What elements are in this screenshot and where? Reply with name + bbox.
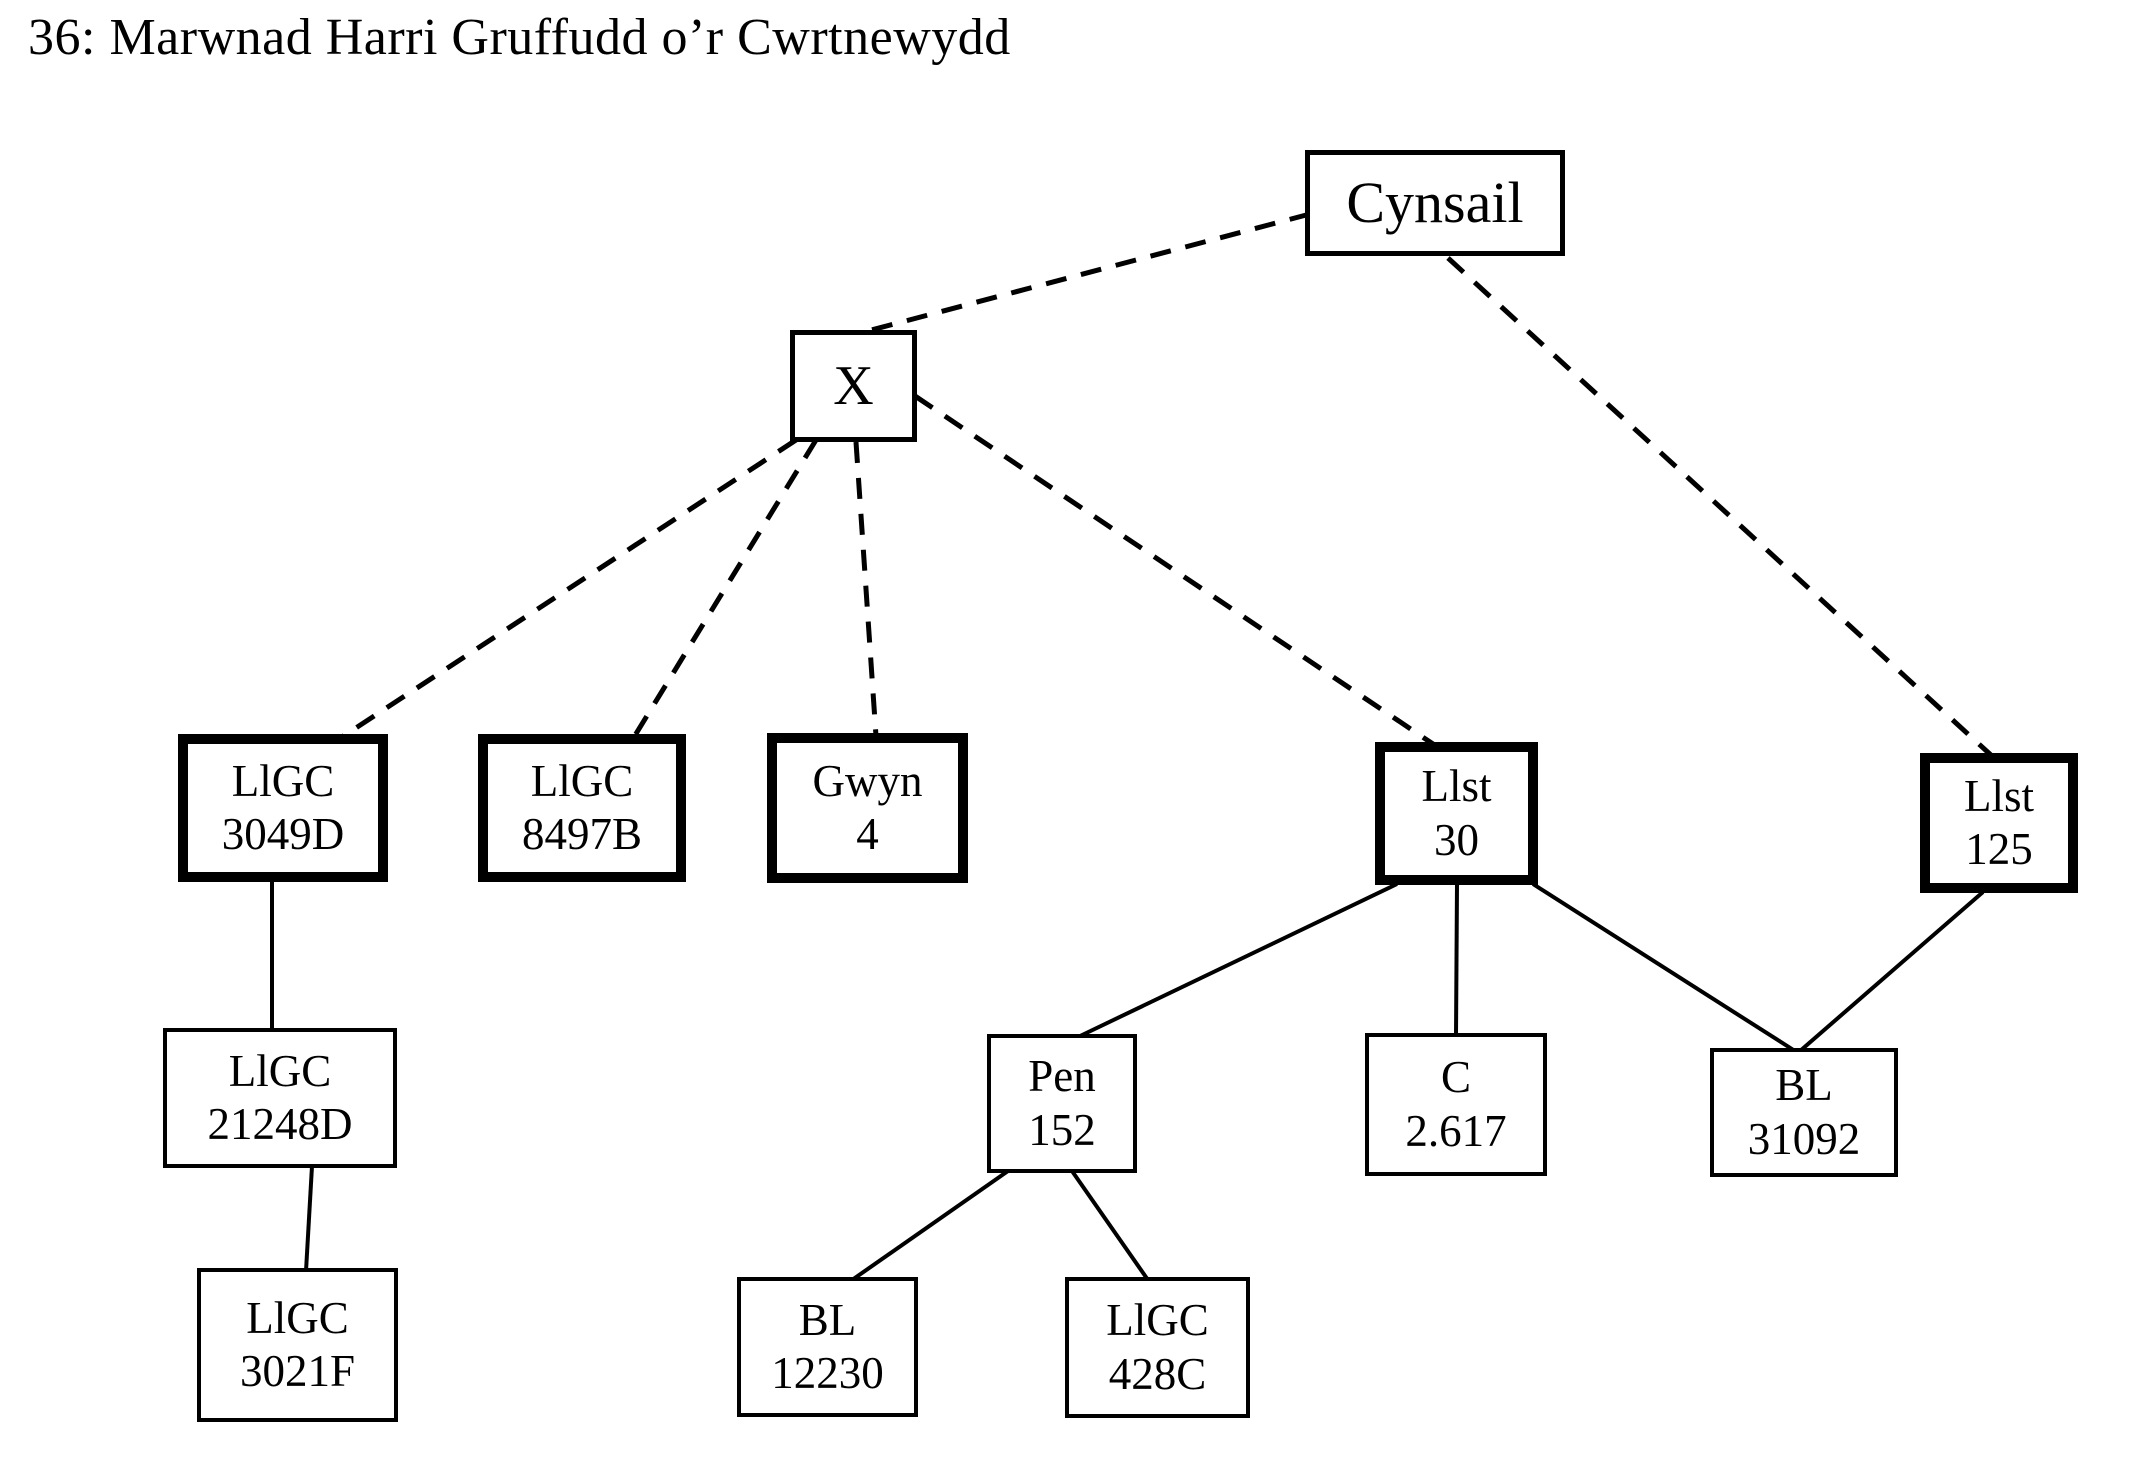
node-llst-30-line2: 30: [1434, 814, 1479, 865]
node-pen-152-line2: 152: [1028, 1104, 1096, 1155]
node-gwyn-4-line1: Gwyn: [812, 755, 923, 806]
edge-llst-30-to-c-2617: [1454, 883, 1459, 1037]
node-pen-152: Pen 152: [987, 1034, 1137, 1173]
node-c-2617-line2: 2.617: [1405, 1105, 1507, 1156]
edge-pen-152-to-bl-12230: [850, 1169, 1010, 1282]
node-llst-125-line1: Llst: [1963, 770, 2034, 821]
node-ligc-8497b-line1: LlGC: [530, 755, 634, 806]
node-bl-12230: BL 12230: [737, 1277, 918, 1417]
node-c-2617-line1: C: [1440, 1052, 1471, 1103]
node-ligc-21248d: LlGC 21248D: [163, 1028, 397, 1168]
node-ligc-21248d-line1: LlGC: [228, 1045, 332, 1096]
node-ligc-3021f-line1: LlGC: [246, 1292, 349, 1343]
node-cynsail: Cynsail: [1305, 150, 1565, 256]
edge-x-to-gwyn-4: [853, 441, 879, 737]
node-llst-125: Llst 125: [1920, 753, 2078, 893]
edge-x-to-ligc-3049d: [340, 437, 798, 740]
node-ligc-3049d-line1: LlGC: [231, 755, 335, 806]
node-bl-31092-line2: 31092: [1747, 1113, 1861, 1164]
node-llst-30-line1: Llst: [1421, 761, 1492, 812]
node-x-label: X: [833, 354, 874, 417]
node-cynsail-label: Cynsail: [1346, 169, 1524, 235]
node-pen-152-line1: Pen: [1028, 1051, 1096, 1102]
edge-llst-30-to-bl-31092: [1531, 882, 1797, 1053]
node-bl-31092-line1: BL: [1775, 1060, 1833, 1111]
edge-cynsail-to-llst-125: [1446, 256, 1994, 758]
node-ligc-3049d-line2: 3049D: [221, 809, 345, 859]
node-bl-31092: BL 31092: [1710, 1048, 1898, 1177]
node-bl-12230-line1: BL: [798, 1294, 857, 1345]
node-ligc-428c: LlGC 428C: [1065, 1277, 1250, 1418]
node-ligc-428c-line2: 428C: [1108, 1348, 1207, 1399]
edge-llst-125-to-bl-31092: [1798, 890, 1985, 1053]
node-x: X: [790, 330, 917, 442]
node-ligc-3021f: LlGC 3021F: [197, 1268, 398, 1422]
node-ligc-428c-line1: LlGC: [1106, 1295, 1209, 1346]
edge-llst-30-to-pen-152: [1077, 882, 1398, 1039]
node-ligc-3049d: LlGC 3049D: [178, 734, 388, 882]
node-ligc-8497b-line2: 8497B: [521, 809, 642, 859]
node-llst-30: Llst 30: [1375, 742, 1538, 885]
node-gwyn-4: Gwyn 4: [767, 733, 968, 883]
node-ligc-21248d-line2: 21248D: [207, 1099, 353, 1149]
node-ligc-3021f-line2: 3021F: [239, 1346, 356, 1396]
node-ligc-8497b: LlGC 8497B: [478, 734, 686, 882]
edge-pen-152-to-ligc-428c: [1070, 1169, 1150, 1282]
node-bl-12230-line2: 12230: [771, 1348, 884, 1398]
edge-cynsail-to-x: [859, 211, 1311, 336]
node-c-2617: C 2.617: [1365, 1033, 1547, 1176]
edge-x-to-ligc-8497b: [631, 438, 819, 739]
node-gwyn-4-line2: 4: [856, 809, 879, 859]
edge-21248d-to-3021f: [304, 1165, 314, 1272]
page-title: 36: Marwnad Harri Gruffudd o’r Cwrtnewyd…: [28, 9, 1011, 66]
node-llst-125-line2: 125: [1965, 824, 2033, 874]
edge-x-to-llst-30: [913, 393, 1438, 749]
